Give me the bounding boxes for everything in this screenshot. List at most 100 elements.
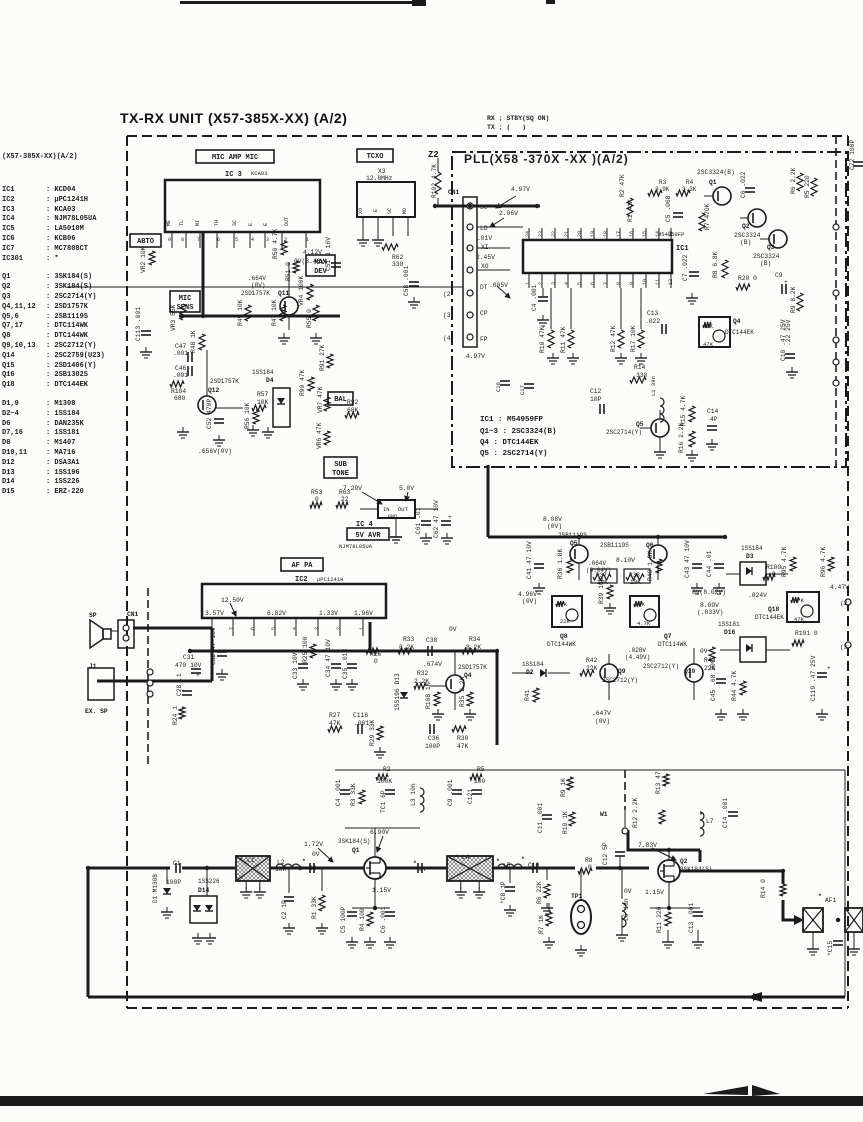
resistor-symbol bbox=[469, 772, 483, 782]
component-label: 47K bbox=[794, 616, 805, 623]
diode-symbol bbox=[400, 692, 408, 698]
component-label: C36 bbox=[428, 735, 440, 742]
part-ref: D15 bbox=[2, 488, 15, 497]
resistor-symbol bbox=[197, 333, 207, 351]
r37-box bbox=[590, 568, 618, 584]
transistor-symbol bbox=[197, 395, 217, 415]
component-label: Q4 : DTC144EK bbox=[480, 439, 539, 447]
component-label: R35 2.2K bbox=[459, 677, 466, 707]
inductor-symbol bbox=[275, 863, 301, 869]
parts-list-row: IC2: μPC1241H bbox=[2, 196, 122, 206]
component-label: KCA03 bbox=[251, 170, 268, 177]
component-label: MO bbox=[402, 208, 408, 214]
component-label: (4.49V) bbox=[625, 654, 650, 661]
component-label: Q1 bbox=[352, 847, 360, 854]
component-label: D4 bbox=[266, 377, 274, 384]
block-label-max-dev: MAX bbox=[314, 259, 327, 267]
part-value: : M1308 bbox=[46, 399, 76, 408]
resistor-symbol bbox=[661, 773, 671, 787]
component-label: IN bbox=[383, 506, 390, 513]
component-label: C119 .47 25V bbox=[810, 655, 817, 701]
component-label: * bbox=[413, 860, 417, 867]
resistor-symbol bbox=[251, 403, 267, 413]
component-label: 23 bbox=[538, 231, 544, 237]
part-ref: Q3 bbox=[2, 292, 11, 301]
component-label: TP1 bbox=[571, 893, 583, 900]
component-label: 3 bbox=[551, 282, 557, 285]
resistor-symbol bbox=[738, 680, 748, 696]
parts-list-row: Q16: 2SB1302S bbox=[2, 371, 122, 381]
component-label: R5 bbox=[477, 766, 485, 773]
transistor-symbol bbox=[279, 296, 299, 316]
part-ref: IC1 bbox=[2, 185, 15, 194]
part-value: : 2SC2759(U23) bbox=[46, 351, 105, 360]
component-label: 7 bbox=[229, 627, 235, 630]
transistor-symbol bbox=[445, 674, 465, 694]
component-label: 1SS184 bbox=[741, 545, 763, 552]
resistor-symbol bbox=[357, 789, 367, 805]
part-ref: Q14 bbox=[2, 351, 15, 360]
component-label: 4 bbox=[251, 237, 254, 243]
part-value: : 1SS226 bbox=[46, 478, 80, 487]
d16-box bbox=[739, 636, 767, 663]
component-label: VR4 100K bbox=[298, 276, 305, 306]
component-label: 12.8MHz bbox=[366, 175, 393, 182]
part-ref: Q2 bbox=[2, 283, 11, 292]
transistor-symbol bbox=[712, 186, 732, 206]
component-label: R3 bbox=[659, 179, 667, 186]
component-label: NJM78L05UA bbox=[339, 543, 373, 550]
component-label: R104 bbox=[171, 388, 186, 395]
resistor-symbol bbox=[344, 410, 360, 420]
junction-dot bbox=[432, 203, 438, 209]
part-ref: IC3 bbox=[2, 205, 15, 214]
component-label: 13 bbox=[668, 231, 674, 237]
transistor-symbol bbox=[800, 604, 814, 618]
parts-list-row: IC3: KCA03 bbox=[2, 206, 122, 216]
parts-list-row: Q14 : 2SC2759(U23) bbox=[2, 352, 122, 362]
component-label: C10 bbox=[528, 862, 540, 869]
component-label: C31 bbox=[183, 654, 195, 661]
diode-symbol bbox=[277, 398, 285, 404]
connector-pin bbox=[122, 624, 130, 632]
block-abto bbox=[129, 233, 162, 248]
part-ref: D10,11 bbox=[2, 448, 28, 457]
part-value: : 2SD1757K bbox=[46, 302, 89, 311]
parts-list-row: Q1: 3SK184(S) bbox=[2, 273, 122, 283]
connector-pin bbox=[844, 598, 852, 606]
component-label: 4.97V bbox=[466, 353, 485, 360]
resistor-symbol bbox=[327, 724, 343, 734]
component-label: R2 47K bbox=[619, 174, 626, 197]
resistor-symbol bbox=[542, 883, 552, 899]
part-ref: Q9,10,13 bbox=[2, 341, 36, 350]
top-note-tx: TX ; ( ) bbox=[487, 124, 527, 131]
component-label: IC1 : M54959FP bbox=[480, 416, 544, 424]
resistor-symbol bbox=[461, 646, 477, 656]
component-label: 2SD1757K bbox=[210, 378, 239, 385]
component-label: SC bbox=[232, 220, 238, 226]
connector-pin bbox=[832, 358, 840, 366]
component-label: (8.04V) bbox=[586, 567, 611, 574]
resistor-symbol bbox=[762, 572, 776, 582]
component-label: R4 bbox=[686, 179, 694, 186]
component-label: OUT bbox=[398, 506, 409, 513]
component-label: 100 bbox=[474, 778, 486, 785]
component-label: R9 8.2K bbox=[790, 286, 797, 313]
pointer-arrow bbox=[404, 491, 411, 502]
connector-pin bbox=[466, 223, 474, 231]
component-label: SP bbox=[89, 612, 97, 619]
component-label: Q4 bbox=[464, 672, 472, 679]
component-label: .001 bbox=[173, 350, 188, 357]
part-value: : DSA3A1 bbox=[46, 458, 80, 467]
component-label: .664V bbox=[248, 275, 266, 282]
resistor-symbol bbox=[629, 375, 647, 385]
component-label: R96 4.7K bbox=[820, 547, 827, 577]
block-label-max-dev: DEV bbox=[314, 268, 327, 276]
parts-list-row: D10,11: MA716 bbox=[2, 449, 122, 459]
component-label: D1 M1308 bbox=[152, 874, 159, 903]
tp1-testpoint bbox=[570, 899, 592, 935]
resistor-symbol bbox=[654, 558, 664, 574]
component-label: C7 .022 bbox=[682, 254, 689, 281]
pll-border bbox=[451, 151, 847, 468]
diode-symbol bbox=[746, 644, 752, 652]
